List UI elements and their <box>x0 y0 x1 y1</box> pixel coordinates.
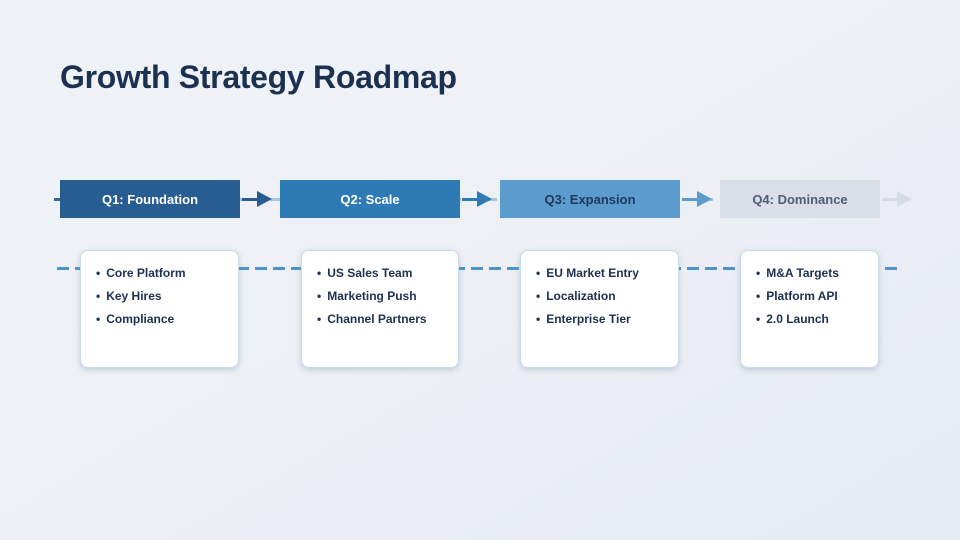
card-item-label: Key Hires <box>106 288 162 303</box>
card-item: • Marketing Push <box>317 284 446 307</box>
phase-header-q3: Q3: Expansion <box>500 180 680 218</box>
card-item-label: Core Platform <box>106 265 186 280</box>
page-title: Growth Strategy Roadmap <box>60 59 457 95</box>
timeline-dashed-line <box>57 267 897 270</box>
card-item-label: US Sales Team <box>327 265 413 280</box>
bullet-icon: • <box>96 311 101 326</box>
arrow-right-icon <box>460 191 500 207</box>
phase-header-q1: Q1: Foundation <box>60 180 240 218</box>
arrow-line <box>462 197 477 201</box>
bullet-icon: • <box>536 265 541 280</box>
bullet-icon: • <box>536 288 541 303</box>
bullet-icon: • <box>317 288 322 303</box>
card-item: • Compliance <box>96 307 226 330</box>
card-item: • Platform API <box>756 284 866 307</box>
bullet-icon: • <box>756 311 761 326</box>
card-item: • Enterprise Tier <box>536 307 666 330</box>
card-item-label: Localization <box>546 288 616 303</box>
arrow-right-icon <box>680 191 720 207</box>
phase-header-label: Q2: Scale <box>340 191 400 207</box>
card-item: • Localization <box>536 284 666 307</box>
arrow-right-icon <box>880 191 920 207</box>
header-left-tick <box>54 198 60 201</box>
bullet-icon: • <box>756 288 761 303</box>
bullet-icon: • <box>96 265 101 280</box>
phase-card-q3: • EU Market Entry • Localization • Enter… <box>520 250 679 368</box>
arrow-head <box>257 191 272 207</box>
card-item-label: Platform API <box>766 288 838 303</box>
card-item: • M&A Targets <box>756 261 866 284</box>
arrow-right-icon <box>240 191 280 207</box>
card-item-label: Enterprise Tier <box>546 311 631 326</box>
bullet-icon: • <box>756 265 761 280</box>
card-item: • EU Market Entry <box>536 261 666 284</box>
card-item: • Channel Partners <box>317 307 446 330</box>
arrow-head <box>897 191 912 207</box>
arrow-head <box>697 191 712 207</box>
bullet-icon: • <box>317 311 322 326</box>
arrow-line <box>882 197 897 201</box>
phase-header-label: Q3: Expansion <box>544 191 636 207</box>
bullet-icon: • <box>317 265 322 280</box>
phase-header-q4: Q4: Dominance <box>720 180 880 218</box>
card-item: • Core Platform <box>96 261 226 284</box>
card-item-label: 2.0 Launch <box>766 311 829 326</box>
phase-header-q2: Q2: Scale <box>280 180 460 218</box>
bullet-icon: • <box>536 311 541 326</box>
phase-card-q4: • M&A Targets • Platform API • 2.0 Launc… <box>740 250 879 368</box>
card-item-label: Marketing Push <box>327 288 417 303</box>
arrow-head <box>477 191 492 207</box>
phase-header-label: Q1: Foundation <box>101 191 199 207</box>
card-item-label: M&A Targets <box>766 265 839 280</box>
card-item: • 2.0 Launch <box>756 307 866 330</box>
phase-card-q2: • US Sales Team • Marketing Push • Chann… <box>301 250 459 368</box>
arrow-line <box>242 197 257 201</box>
card-item-label: EU Market Entry <box>546 265 639 280</box>
bullet-icon: • <box>96 288 101 303</box>
card-item: • US Sales Team <box>317 261 446 284</box>
phase-header-label: Q4: Dominance <box>752 191 848 207</box>
phase-card-q1: • Core Platform • Key Hires • Compliance <box>80 250 239 368</box>
card-item-label: Compliance <box>106 311 175 326</box>
card-item-label: Channel Partners <box>327 311 427 326</box>
card-item: • Key Hires <box>96 284 226 307</box>
arrow-line <box>682 197 697 201</box>
